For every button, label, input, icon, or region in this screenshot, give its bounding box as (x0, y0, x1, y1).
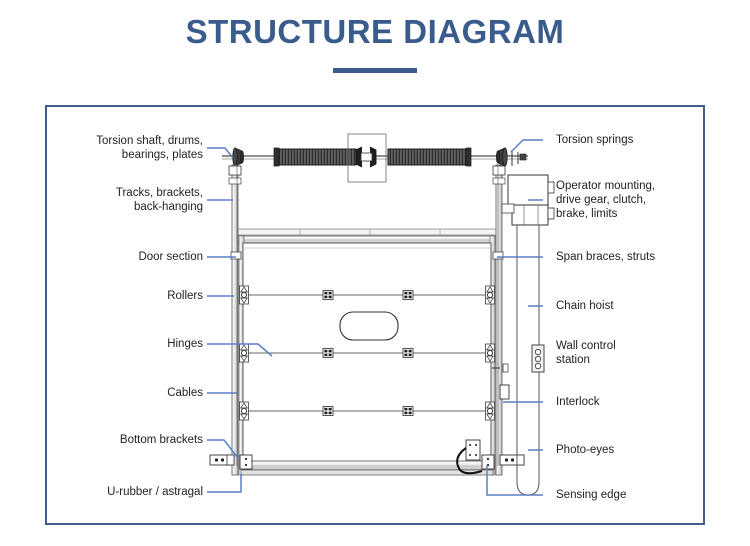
label-operator-mounting-line3: brake, limits (556, 208, 618, 220)
span-brace-strut (230, 251, 504, 260)
wall-control-station (531, 344, 545, 373)
photo-eye-left (209, 454, 235, 466)
label-photo-eyes: Photo-eyes (556, 443, 736, 457)
label-u-rubber-astragal-line1: U-rubber / astragal (107, 486, 203, 498)
cable-drum-left (232, 147, 245, 167)
leader-u-rubber (207, 474, 242, 493)
label-bottom-brackets-line1: Bottom brackets (119, 434, 203, 446)
label-wall-control-station-line1: Wall control (556, 340, 616, 352)
label-torsion-shaft: Torsion shaft, drums, bearings, plates (55, 134, 203, 162)
end-bearing-plate-right (511, 150, 527, 166)
label-operator-mounting: Operator mounting, drive gear, clutch, b… (556, 179, 736, 221)
header-and-horizontal-tracks (235, 228, 501, 245)
sensing-edge (456, 439, 483, 475)
label-torsion-shaft-line1: Torsion shaft, drums, (96, 135, 203, 147)
label-chain-hoist-line1: Chain hoist (556, 300, 614, 312)
label-u-rubber-astragal: U-rubber / astragal (45, 485, 203, 499)
title-underline-rule (333, 68, 417, 73)
leader-hinges (207, 343, 273, 357)
label-torsion-springs: Torsion springs (556, 133, 736, 147)
label-interlock: Interlock (556, 395, 736, 409)
cable-drum-right (495, 147, 508, 167)
label-span-braces-line1: Span braces, struts (556, 251, 656, 263)
page-title: STRUCTURE DIAGRAM (185, 13, 565, 50)
label-torsion-shaft-line2: bearings, plates (121, 149, 203, 161)
u-rubber-astragal (240, 469, 494, 476)
label-door-section: Door section (55, 250, 203, 264)
label-tracks-brackets: Tracks, brackets, back-hanging (55, 186, 203, 214)
leader-lines (207, 139, 543, 496)
label-operator-mounting-line1: Operator mounting, (556, 180, 656, 192)
label-operator-mounting-line2: drive gear, clutch, (556, 194, 647, 206)
torsion-spring-right (387, 147, 472, 167)
door-window-lite (339, 311, 399, 341)
label-hinges-line1: Hinges (167, 338, 203, 350)
label-wall-control-station-line2: station (556, 354, 590, 366)
leader-torsion-springs (510, 139, 543, 153)
bottom-brackets (239, 454, 495, 470)
torsion-spring-left (273, 147, 357, 167)
label-chain-hoist: Chain hoist (556, 299, 736, 313)
lift-cables (236, 166, 499, 466)
label-sensing-edge: Sensing edge (556, 488, 736, 502)
label-cables-line1: Cables (167, 387, 203, 399)
torsion-shaft-assembly (222, 133, 528, 183)
label-tracks-brackets-line1: Tracks, brackets, (115, 187, 203, 199)
label-cables: Cables (55, 386, 203, 400)
center-bearing-plate (347, 133, 387, 183)
leader-sensing-edge (486, 465, 543, 496)
label-rollers: Rollers (55, 289, 203, 303)
photo-eye-right (499, 454, 525, 466)
label-bottom-brackets: Bottom brackets (55, 433, 203, 447)
label-hinges: Hinges (55, 337, 203, 351)
label-door-section-line1: Door section (138, 251, 203, 263)
label-tracks-brackets-line2: back-hanging (133, 201, 203, 213)
label-sensing-edge-line1: Sensing edge (556, 489, 627, 501)
label-interlock-line1: Interlock (556, 396, 600, 408)
label-torsion-springs-line1: Torsion springs (556, 134, 634, 146)
label-photo-eyes-line1: Photo-eyes (556, 444, 615, 456)
leader-torsion-shaft (207, 147, 234, 159)
interlock-switch (492, 363, 510, 400)
leader-bottom-brackets (207, 439, 239, 459)
label-wall-control-station: Wall control station (556, 339, 736, 367)
door-panel-sections (240, 242, 494, 472)
label-rollers-line1: Rollers (167, 290, 203, 302)
label-span-braces: Span braces, struts (556, 250, 736, 264)
